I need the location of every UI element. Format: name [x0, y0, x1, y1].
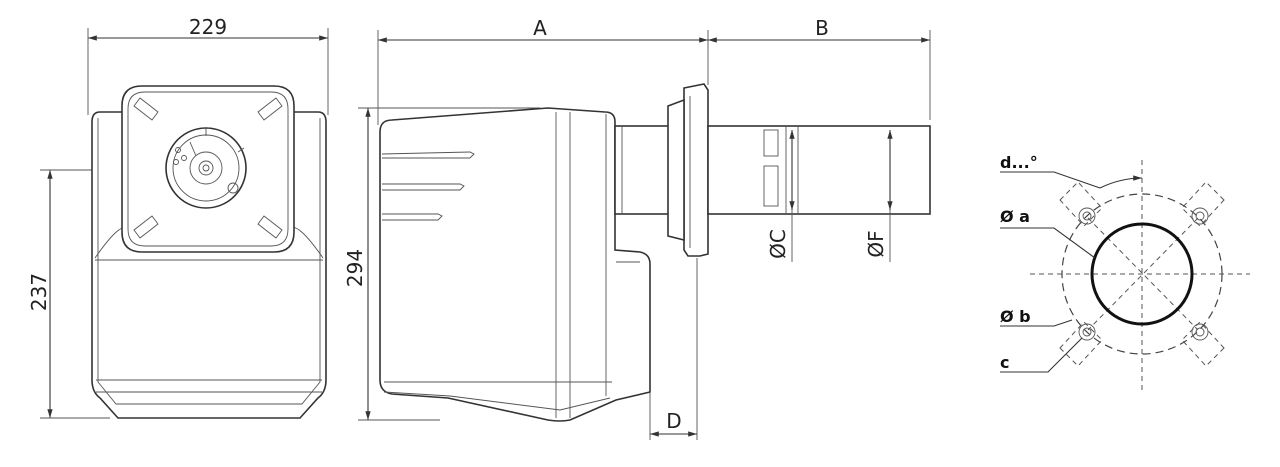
front-head-inner: [189, 151, 223, 185]
side-blast-tube: [707, 125, 931, 215]
side-fin-2: [382, 183, 465, 191]
front-hole-3: [173, 159, 179, 165]
flange-slot-tl: [133, 97, 159, 121]
slot-outline-br: [1181, 321, 1225, 367]
front-nozzle-core: [202, 164, 210, 172]
bolt-hole-br: [1191, 323, 1209, 341]
bolt-hole-tr-inner: [1195, 211, 1205, 221]
side-flange-gasket: [667, 98, 685, 242]
offset-d-label: D: [666, 409, 681, 433]
bolt-circle: [1061, 193, 1223, 355]
front-hole-1: [175, 147, 181, 153]
front-electrode-wire: [189, 141, 197, 157]
slot-br: [1181, 321, 1225, 367]
front-view: 229 237: [27, 15, 329, 419]
front-nozzle: [198, 160, 214, 176]
front-width-label: 229: [189, 15, 227, 39]
side-flange: [683, 83, 709, 257]
tube-slot-top: [763, 129, 779, 157]
flange-slot-br: [257, 215, 283, 239]
flange-slot-tr: [257, 97, 283, 121]
front-head-outer: [165, 127, 247, 209]
angle-leader: [1000, 171, 1101, 189]
dia-b-label: Ø b: [1000, 307, 1031, 326]
flange-diag-1: [1087, 217, 1199, 331]
slot-tl: [1059, 181, 1103, 227]
slot-outline-bl: [1059, 321, 1103, 367]
hole-leader: [1000, 337, 1083, 373]
dia-f-label: ØF: [864, 230, 888, 257]
front-flange-plate-inner: [127, 91, 289, 247]
side-view: A B 294 ØC: [343, 16, 931, 440]
bolt-hole-tl-inner: [1082, 211, 1092, 221]
side-fin-1: [381, 151, 475, 159]
slot-tr: [1181, 181, 1225, 227]
bolt-hole-br-inner: [1195, 327, 1205, 337]
flange-slot-bl: [133, 215, 159, 239]
front-electrode: [227, 182, 239, 194]
hole-label: c: [1000, 353, 1009, 372]
side-fin-3: [382, 213, 443, 221]
flange-pattern: d...° Ø a Ø b c: [1000, 153, 1250, 392]
front-height-label: 237: [27, 273, 51, 311]
front-hole-2: [181, 155, 187, 161]
bolt-hole-bl: [1078, 323, 1096, 341]
bolt-hole-tl: [1078, 207, 1096, 225]
bolt-hole-bl-inner: [1082, 327, 1092, 337]
length-b-label: B: [815, 16, 829, 40]
side-height-label: 294: [343, 249, 367, 287]
slot-bl: [1059, 321, 1103, 367]
dia-c-label: ØC: [766, 229, 790, 259]
slot-outline-tr: [1181, 181, 1225, 227]
dia-a-leader: [1000, 227, 1096, 259]
front-tick-right: [237, 147, 245, 153]
length-a-label: A: [533, 16, 547, 40]
bolt-hole-tr: [1191, 207, 1209, 225]
dia-a-label: Ø a: [1000, 207, 1030, 226]
angle-arc: [1099, 175, 1143, 189]
front-housing-inner-line: [97, 118, 321, 405]
dia-b-leader: [1000, 319, 1073, 327]
side-housing: [379, 107, 651, 422]
angle-label: d...°: [1000, 153, 1038, 172]
tube-hole: [1090, 222, 1194, 326]
slot-outline-tl: [1059, 181, 1103, 227]
tube-slot-bottom: [763, 165, 779, 207]
side-base-line: [383, 391, 611, 411]
side-tube-connector: [614, 125, 678, 215]
flange-diag-2: [1087, 217, 1199, 331]
